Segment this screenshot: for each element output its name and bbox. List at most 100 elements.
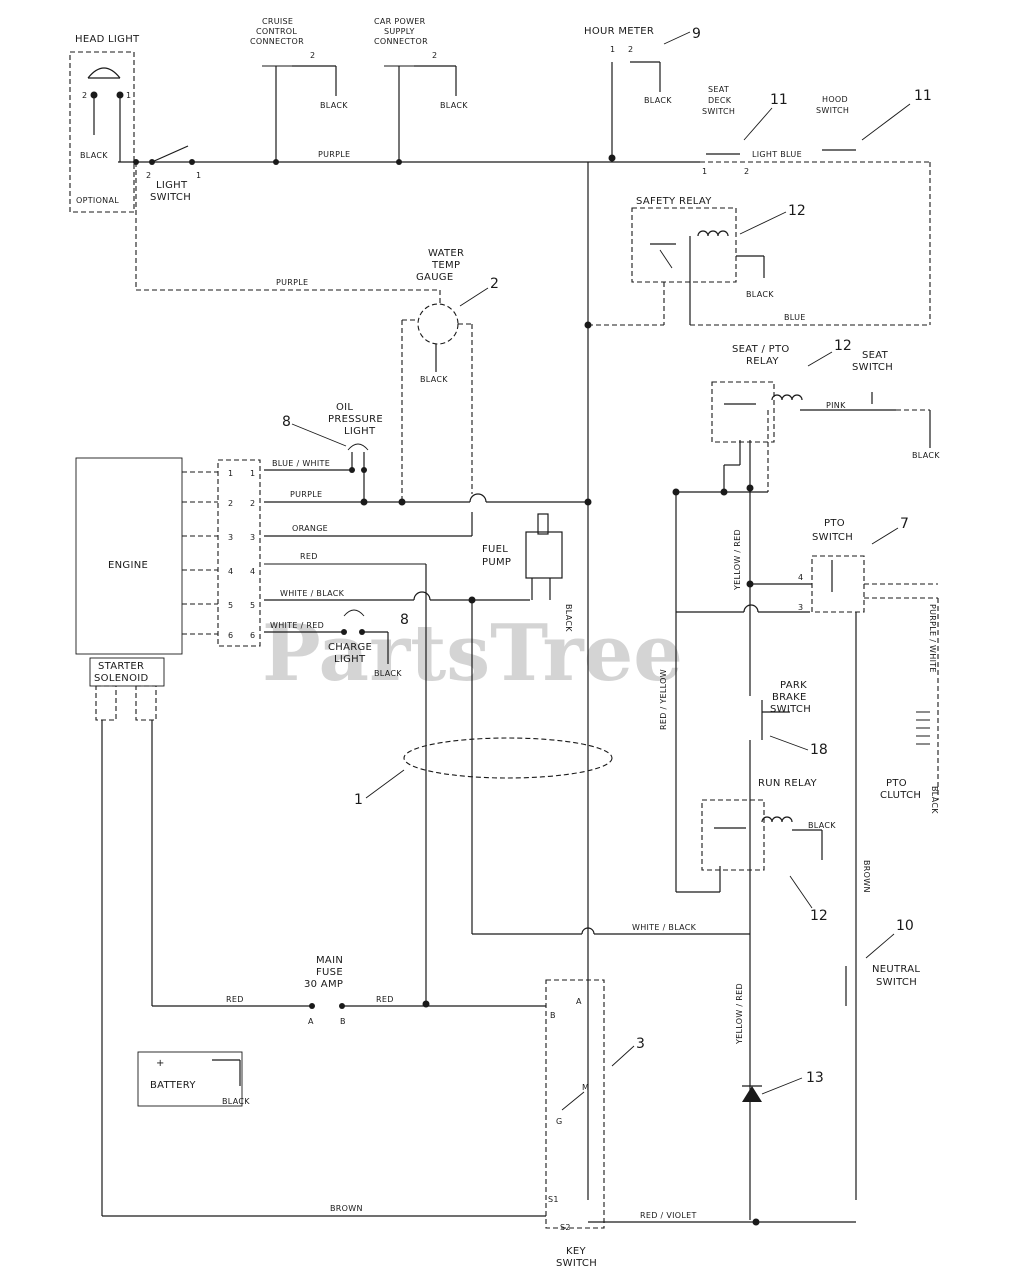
- svg-text:BLUE: BLUE: [784, 313, 806, 322]
- callout-8b: 8: [400, 612, 409, 628]
- svg-text:LIGHT BLUE: LIGHT BLUE: [752, 150, 802, 159]
- callout-1: 1: [354, 792, 363, 808]
- svg-text:B: B: [550, 1011, 556, 1020]
- callout-12a: 12: [788, 203, 806, 219]
- svg-text:2: 2: [432, 51, 437, 60]
- seat-switch: SEAT SWITCH PINK BLACK: [800, 350, 940, 460]
- svg-text:CHARGE: CHARGE: [328, 642, 372, 653]
- svg-text:PUMP: PUMP: [482, 557, 511, 568]
- svg-text:PINK: PINK: [826, 401, 846, 410]
- svg-text:PURPLE: PURPLE: [276, 278, 308, 287]
- svg-text:BLACK: BLACK: [644, 96, 672, 105]
- svg-text:CONNECTOR: CONNECTOR: [250, 37, 304, 46]
- svg-text:+: +: [156, 1058, 165, 1069]
- svg-text:5: 5: [250, 601, 255, 610]
- harness-bundle: 1: [354, 737, 613, 808]
- svg-text:CLUTCH: CLUTCH: [880, 790, 921, 801]
- svg-text:4: 4: [798, 573, 803, 582]
- svg-text:BLACK: BLACK: [80, 151, 108, 160]
- callout-11b: 11: [914, 88, 932, 104]
- callout-7: 7: [900, 516, 909, 532]
- svg-text:BLACK: BLACK: [564, 604, 573, 632]
- svg-text:HOOD: HOOD: [822, 95, 848, 104]
- svg-text:2: 2: [82, 91, 87, 100]
- svg-text:SWITCH: SWITCH: [770, 704, 811, 715]
- key-switch: B A 3 M G S1 S2 KEY SWITCH BROWN RED / V…: [102, 979, 856, 1269]
- svg-text:BLACK: BLACK: [440, 101, 468, 110]
- svg-text:SWITCH: SWITCH: [150, 192, 191, 203]
- svg-text:PURPLE: PURPLE: [290, 490, 322, 499]
- top-bus: [118, 161, 931, 1200]
- svg-text:A: A: [308, 1017, 314, 1026]
- svg-text:RED: RED: [376, 995, 394, 1004]
- engine: ENGINE 1 1 2 2 3 3 4 4 5 5 6 6: [75, 457, 261, 655]
- svg-text:BLACK: BLACK: [320, 101, 348, 110]
- hour-meter: HOUR METER 9 1 2 BLACK: [584, 26, 701, 162]
- svg-text:ORANGE: ORANGE: [292, 524, 328, 533]
- svg-text:SWITCH: SWITCH: [816, 106, 849, 115]
- svg-text:M: M: [582, 1083, 589, 1092]
- svg-text:BLACK: BLACK: [374, 669, 402, 678]
- svg-text:BRAKE: BRAKE: [772, 692, 807, 703]
- svg-text:2: 2: [146, 171, 151, 180]
- svg-text:BLACK: BLACK: [930, 786, 939, 814]
- battery: BATTERY + BLACK: [137, 1051, 250, 1107]
- callout-2: 2: [490, 276, 499, 292]
- svg-text:RELAY: RELAY: [746, 356, 779, 367]
- svg-text:STARTER: STARTER: [98, 661, 144, 672]
- svg-text:1: 1: [702, 167, 707, 176]
- svg-text:1: 1: [250, 469, 255, 478]
- svg-text:YELLOW / RED: YELLOW / RED: [735, 983, 744, 1045]
- svg-text:SWITCH: SWITCH: [812, 532, 853, 543]
- svg-text:HOUR METER: HOUR METER: [584, 26, 654, 37]
- svg-text:GAUGE: GAUGE: [416, 272, 453, 283]
- light-switch: 2 1 LIGHT SWITCH PURPLE: [133, 145, 440, 291]
- svg-text:LIGHT: LIGHT: [156, 180, 188, 191]
- pto-clutch: PURPLE / WHITE PTO CLUTCH BLACK: [880, 598, 939, 814]
- svg-text:NEUTRAL: NEUTRAL: [872, 964, 920, 975]
- svg-text:6: 6: [228, 631, 233, 640]
- svg-text:FUSE: FUSE: [316, 967, 343, 978]
- svg-text:PURPLE / WHITE: PURPLE / WHITE: [928, 604, 937, 673]
- right-harness: RED / YELLOW YELLOW / RED: [659, 488, 812, 893]
- svg-text:3: 3: [228, 533, 233, 542]
- svg-text:SOLENOID: SOLENOID: [94, 673, 149, 684]
- head-light-label: HEAD LIGHT: [75, 34, 140, 45]
- callout-12c: 12: [810, 908, 828, 924]
- svg-text:SWITCH: SWITCH: [702, 107, 735, 116]
- callout-12b: 12: [834, 338, 852, 354]
- svg-text:WATER: WATER: [428, 248, 464, 259]
- callout-8a: 8: [282, 414, 291, 430]
- svg-text:3: 3: [798, 603, 803, 612]
- callout-13: 13: [806, 1070, 824, 1086]
- hood-switch: HOOD SWITCH 11: [816, 88, 932, 151]
- svg-text:RED: RED: [300, 552, 318, 561]
- head-light: HEAD LIGHT 2 1 BLACK OPTIONAL: [69, 34, 140, 213]
- svg-text:KEY: KEY: [566, 1246, 586, 1257]
- svg-text:LIGHT: LIGHT: [334, 654, 366, 665]
- svg-text:2: 2: [228, 499, 233, 508]
- lower-crossing: WHITE / BLACK: [472, 923, 750, 935]
- svg-text:BLACK: BLACK: [912, 451, 940, 460]
- svg-text:PURPLE: PURPLE: [318, 150, 350, 159]
- svg-text:BLACK: BLACK: [808, 821, 836, 830]
- svg-text:A: A: [576, 997, 582, 1006]
- svg-text:LIGHT: LIGHT: [344, 426, 376, 437]
- svg-text:RUN RELAY: RUN RELAY: [758, 778, 817, 789]
- engine-wires: BLUE / WHITE PURPLE ORANGE RED WHITE / B…: [264, 459, 592, 1004]
- svg-text:OIL: OIL: [336, 402, 353, 413]
- svg-text:PTO: PTO: [824, 518, 845, 529]
- svg-text:SEAT: SEAT: [708, 85, 729, 94]
- charge-light: 8 CHARGE LIGHT BLACK: [328, 609, 409, 678]
- svg-text:2: 2: [628, 45, 633, 54]
- svg-text:WHITE / BLACK: WHITE / BLACK: [280, 589, 345, 598]
- callout-10: 10: [896, 918, 914, 934]
- svg-text:BROWN: BROWN: [862, 860, 871, 893]
- svg-text:BROWN: BROWN: [330, 1204, 363, 1213]
- car-power-supply-connector: CAR POWER SUPPLY CONNECTOR 2 BLACK PURPL…: [318, 17, 468, 165]
- svg-text:RED / VIOLET: RED / VIOLET: [640, 1211, 697, 1220]
- svg-text:WHITE / BLACK: WHITE / BLACK: [632, 923, 697, 932]
- main-fuse: MAIN FUSE 30 AMP RED A B RED: [152, 955, 546, 1026]
- svg-text:CRUISE: CRUISE: [262, 17, 293, 26]
- svg-text:FUEL: FUEL: [482, 544, 508, 555]
